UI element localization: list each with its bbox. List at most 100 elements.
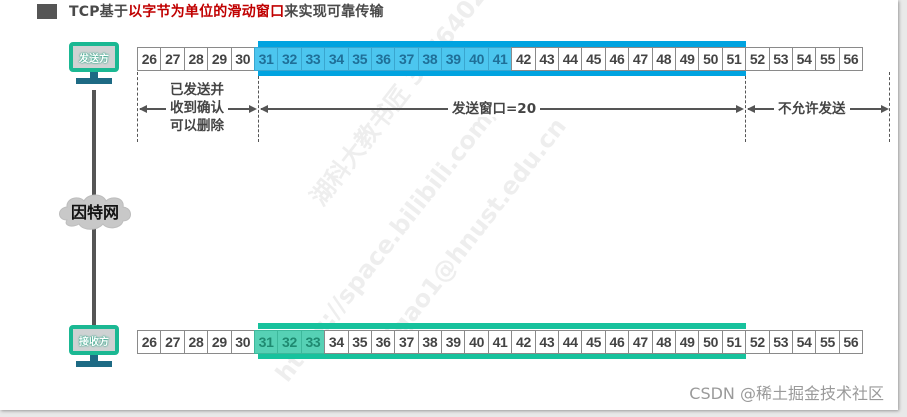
byte-cell: 52	[745, 47, 770, 71]
byte-cell: 35	[347, 330, 372, 354]
receiver-monitor-neck	[90, 355, 98, 361]
byte-cell: 40	[464, 330, 489, 354]
internet-cloud-icon: 因特网	[55, 190, 135, 232]
byte-cell-received: 31	[253, 330, 279, 354]
byte-cell: 34	[324, 330, 349, 354]
sender-monitor: 发送方	[69, 42, 119, 72]
guide-dash-window-start	[258, 76, 259, 142]
byte-cell: 56	[838, 47, 864, 71]
send-window-label: 发送窗口=20	[448, 101, 541, 117]
recv-window-top-band	[258, 323, 746, 329]
title-highlight: 以字节为单位的滑动窗口	[128, 4, 285, 20]
title-text: TCP基于以字节为单位的滑动窗口来实现可靠传输	[69, 1, 384, 21]
byte-cell: 51	[721, 47, 747, 71]
title-suffix: 来实现可靠传输	[284, 4, 384, 20]
byte-cell: 53	[768, 330, 793, 354]
byte-cell: 30	[230, 47, 255, 71]
sender-host-icon: 发送方	[69, 42, 119, 84]
byte-cell-sent: 36	[370, 47, 396, 71]
acked-label: 已发送并 收到确认 可以删除	[147, 81, 247, 135]
byte-cell: 49	[674, 47, 700, 71]
slide: TCP基于以字节为单位的滑动窗口来实现可靠传输 湖科大教书匠 3076402 h…	[0, 0, 898, 410]
byte-cell: 51	[721, 330, 747, 354]
byte-cell: 50	[698, 47, 723, 71]
byte-cell-sent: 35	[347, 47, 372, 71]
byte-cell: 47	[628, 47, 653, 71]
byte-cell: 44	[558, 330, 583, 354]
acked-label-line-2: 收到确认	[166, 99, 228, 117]
byte-cell: 26	[137, 47, 162, 71]
byte-cell: 46	[604, 47, 630, 71]
title-prefix: TCP基于	[69, 4, 129, 20]
byte-cell: 49	[674, 330, 700, 354]
byte-cell: 43	[534, 47, 560, 71]
byte-cell-sent: 33	[300, 47, 326, 71]
byte-cell: 45	[581, 47, 606, 71]
slide-title: TCP基于以字节为单位的滑动窗口来实现可靠传输	[37, 1, 384, 21]
byte-cell: 36	[370, 330, 396, 354]
byte-cell: 29	[207, 330, 232, 354]
byte-cell: 38	[417, 330, 443, 354]
arrow-right-icon	[736, 105, 744, 113]
byte-cell: 39	[441, 330, 466, 354]
byte-cell: 37	[394, 330, 419, 354]
receiver-label: 接收方	[79, 336, 109, 348]
byte-cell-received: 32	[277, 330, 302, 354]
arrow-left-icon	[139, 105, 147, 113]
byte-cell: 46	[604, 330, 630, 354]
byte-cell: 27	[160, 47, 185, 71]
sender-byte-row: 26 27 28 29 30 31 32 33 34 35 36 37 38 3…	[137, 47, 864, 71]
byte-cell: 55	[815, 330, 840, 354]
arrow-left-icon	[260, 105, 268, 113]
byte-cell: 27	[160, 330, 185, 354]
byte-cell: 48	[651, 330, 676, 354]
byte-cell: 48	[651, 47, 676, 71]
byte-cell: 54	[791, 330, 817, 354]
byte-cell: 41	[487, 330, 513, 354]
title-bullet-square	[37, 3, 57, 19]
byte-cell: 42	[511, 330, 536, 354]
byte-cell: 47	[628, 330, 653, 354]
send-window-bottom-band	[258, 70, 746, 76]
byte-cell-sent: 37	[394, 47, 419, 71]
byte-cell: 43	[534, 330, 560, 354]
byte-cell: 55	[815, 47, 840, 71]
byte-cell: 30	[230, 330, 255, 354]
byte-cell-sent: 41	[487, 47, 513, 71]
byte-cell-received: 33	[300, 330, 326, 354]
byte-cell: 26	[137, 330, 162, 354]
not-allowed-label: 不允许发送	[774, 101, 850, 117]
watermark-diagonal-3: jgao1@hnust.edu.cn	[380, 112, 572, 348]
byte-cell: 53	[768, 47, 793, 71]
byte-cell-sent: 31	[253, 47, 279, 71]
receiver-monitor-base	[76, 361, 112, 367]
recv-window-bottom-band	[258, 353, 746, 359]
acked-label-line-3: 可以删除	[166, 117, 228, 135]
sender-label: 发送方	[79, 53, 109, 65]
sender-monitor-neck	[90, 72, 98, 78]
guide-dash-right	[889, 72, 890, 142]
byte-cell: 28	[183, 330, 209, 354]
acked-label-line-1: 已发送并	[166, 81, 228, 99]
byte-cell-sent: 32	[277, 47, 302, 71]
byte-cell: 44	[558, 47, 583, 71]
byte-cell-sent: 34	[324, 47, 349, 71]
byte-cell: 56	[838, 330, 864, 354]
receiver-monitor: 接收方	[69, 325, 119, 355]
guide-dash-left	[137, 72, 138, 142]
internet-label: 因特网	[70, 203, 119, 222]
byte-cell: 28	[183, 47, 209, 71]
byte-cell: 54	[791, 47, 817, 71]
guide-dash-window-end	[745, 76, 746, 142]
receiver-host-icon: 接收方	[69, 325, 119, 367]
sender-monitor-base	[76, 78, 112, 84]
arrow-right-icon	[249, 105, 257, 113]
send-window-top-band	[258, 41, 746, 47]
receiver-byte-row: 26 27 28 29 30 31 32 33 34 35 36 37 38 3…	[137, 330, 864, 354]
byte-cell: 42	[511, 47, 536, 71]
arrow-left-icon	[747, 105, 755, 113]
csdn-watermark: CSDN @稀土掘金技术社区	[689, 384, 884, 403]
byte-cell: 29	[207, 47, 232, 71]
byte-cell: 50	[698, 330, 723, 354]
byte-cell-sent: 40	[464, 47, 489, 71]
